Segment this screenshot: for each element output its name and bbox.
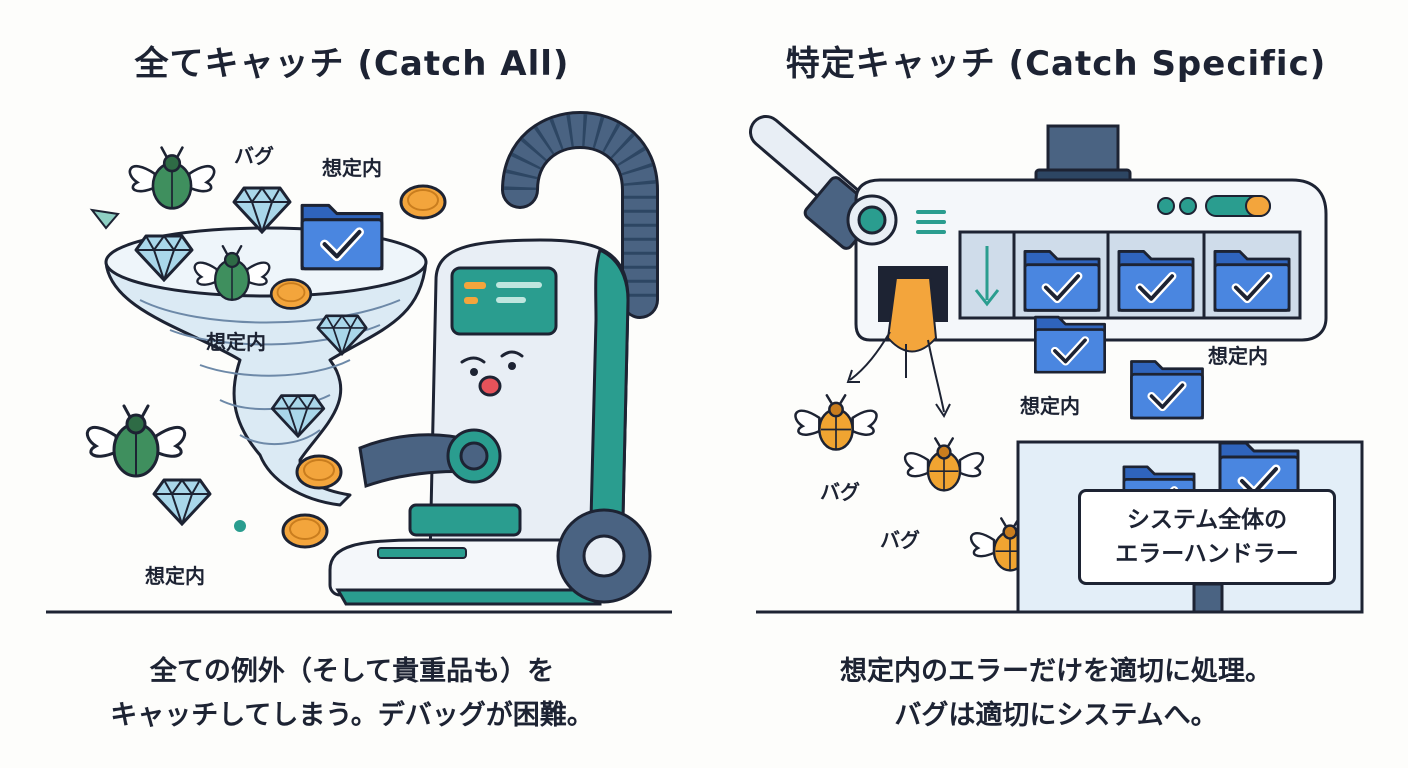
bug-label: バグ — [880, 528, 920, 552]
catch-all-illustration — [46, 111, 672, 614]
expected-label: 想定内 — [1020, 394, 1080, 418]
bug-icon — [128, 146, 216, 210]
expected-label: 想定内 — [1208, 344, 1268, 368]
folder-check-icon — [302, 205, 382, 268]
vacuum-eye — [508, 362, 516, 370]
coin-icon — [269, 278, 313, 310]
coin-icon — [399, 184, 447, 220]
handler-line: システム全体の — [1126, 507, 1288, 533]
gem-icon — [232, 186, 292, 234]
caption-line: バグは適切にシステムへ。 — [894, 700, 1218, 731]
coin-icon — [281, 513, 329, 549]
caption-line: 全ての例外（そして貴重品も）を — [149, 656, 555, 687]
bug-icon — [85, 404, 187, 478]
bug-label: バグ — [820, 480, 860, 504]
expected-label: 想定内 — [145, 564, 205, 588]
vacuum-mouth — [478, 375, 502, 397]
bug-label: バグ — [234, 144, 274, 168]
gem-icon — [152, 478, 212, 526]
catch-specific-panel: 特定キャッチ (Catch Specific) — [704, 0, 1408, 768]
expected-label: 想定内 — [322, 156, 382, 180]
catch-all-caption: 全ての例外（そして貴重品も）を キャッチしてしまう。デバッグが困難。 — [20, 650, 684, 738]
vacuum-cleaner — [328, 238, 652, 606]
debris-dot — [234, 520, 246, 532]
debris-shard — [89, 208, 120, 230]
coin-icon — [295, 454, 343, 490]
system-error-handler-sign: システム全体の エラーハンドラー — [1078, 489, 1336, 585]
expected-label: 想定内 — [206, 330, 266, 354]
caption-line: キャッチしてしまう。デバッグが困難。 — [110, 700, 594, 731]
vacuum-eye — [470, 368, 478, 376]
catch-specific-caption: 想定内のエラーだけを適切に処理。 バグは適切にシステムへ。 — [724, 650, 1388, 738]
catch-all-title: 全てキャッチ (Catch All) — [134, 44, 570, 84]
handler-line: エラーハンドラー — [1115, 541, 1299, 567]
catch-specific-title: 特定キャッチ (Catch Specific) — [785, 44, 1327, 84]
catch-all-panel: 全てキャッチ (Catch All) — [20, 44, 684, 738]
caption-line: 想定内のエラーだけを適切に処理。 — [840, 656, 1272, 687]
